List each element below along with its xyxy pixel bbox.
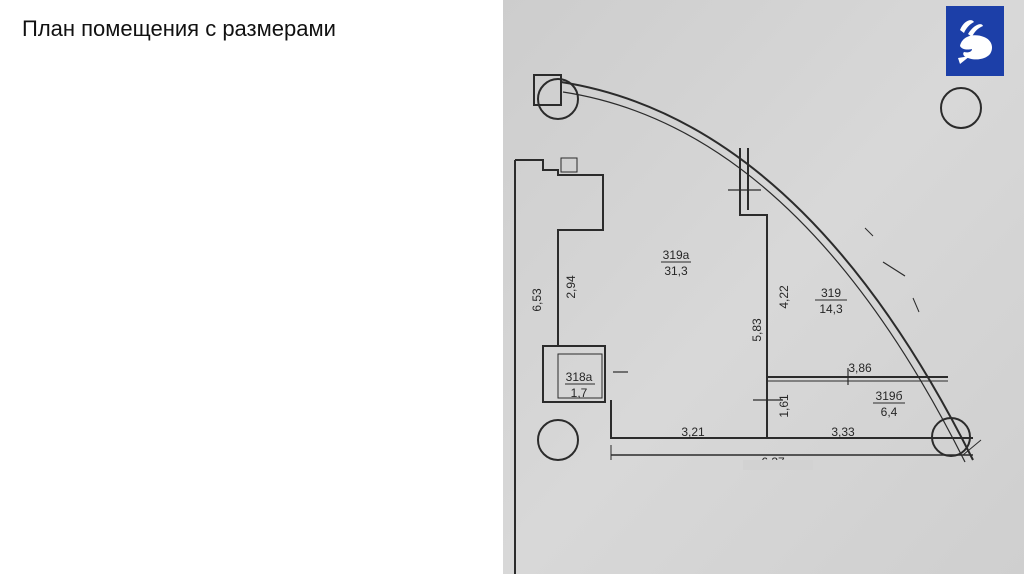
room-318a-number: 318а [566,370,593,384]
room-319b-area: 6,4 [881,405,898,419]
column-top-right [940,87,982,129]
room-319-number: 319 [821,286,841,300]
dim-653: 6,53 [530,288,544,312]
room-319b-number: 319б [876,389,903,403]
floor-plan-image: 319а 31,3 319 14,3 319б 6,4 318а 1,7 6,5… [503,0,1024,574]
room-319a-area: 31,3 [664,264,688,278]
dim-161: 1,61 [777,394,791,418]
dim-333: 3,33 [831,425,855,439]
room-319-area: 14,3 [819,302,843,316]
room-319a-number: 319а [663,248,690,262]
dim-422: 4,22 [777,285,791,309]
dim-294: 2,94 [564,275,578,299]
column-bottom-right [931,417,971,457]
dim-321: 3,21 [681,425,705,439]
curved-facade [560,81,974,461]
bottom-wall [610,400,973,439]
room-318a-box [542,345,606,403]
rabbit-logo [946,6,1004,76]
photo-background [503,0,1024,574]
slide-title: План помещения с размерами [22,16,336,41]
dim-583: 5,83 [750,318,764,342]
column-top-left [537,78,579,120]
column-bottom-left [537,419,579,461]
room-318a-area: 1,7 [571,386,588,400]
partition-wall [739,148,768,438]
dim-386: 3,86 [848,361,872,375]
